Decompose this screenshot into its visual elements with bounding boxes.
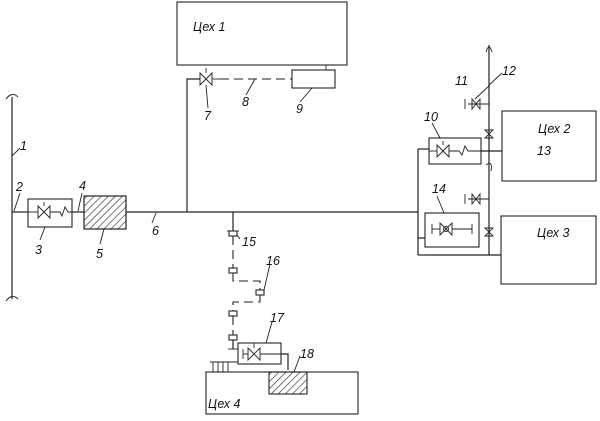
ref-label-17: 17 <box>270 311 285 325</box>
ref-label-18: 18 <box>300 347 314 361</box>
ref-label-14: 14 <box>432 182 446 196</box>
ref-label-13: 13 <box>537 144 551 158</box>
gas-regulating-station <box>83 195 127 230</box>
shop4-equipment <box>268 371 308 395</box>
ref-label-2: 2 <box>15 180 23 194</box>
shop1-building <box>176 1 348 66</box>
ref-label-7: 7 <box>204 109 212 123</box>
ref-label-15: 15 <box>242 235 256 249</box>
ref-label-9: 9 <box>296 102 303 116</box>
shop4-branch <box>210 212 289 372</box>
shop2-label: Цех 2 <box>538 122 570 136</box>
shop1-label: Цех 1 <box>193 20 225 34</box>
ref-label-12: 12 <box>502 64 516 78</box>
inlet-valve-unit <box>27 198 73 228</box>
ref-label-6: 6 <box>152 224 159 238</box>
leader-lines <box>11 72 503 373</box>
shop3-label: Цех 3 <box>537 226 569 240</box>
shop4-label: Цех 4 <box>208 397 240 411</box>
ref-label-4: 4 <box>79 179 86 193</box>
ref-label-16: 16 <box>266 254 280 268</box>
ref-label-10: 10 <box>424 110 438 124</box>
ref-label-8: 8 <box>242 95 249 109</box>
ref-label-3: 3 <box>35 243 42 257</box>
shop2-building <box>501 110 597 182</box>
shop1-branch <box>186 43 336 212</box>
ref-label-11: 11 <box>455 74 468 88</box>
ref-label-5: 5 <box>96 247 103 261</box>
ref-label-1: 1 <box>20 139 27 153</box>
shop3-building <box>500 215 597 285</box>
main-supply-pipeline <box>5 94 19 302</box>
